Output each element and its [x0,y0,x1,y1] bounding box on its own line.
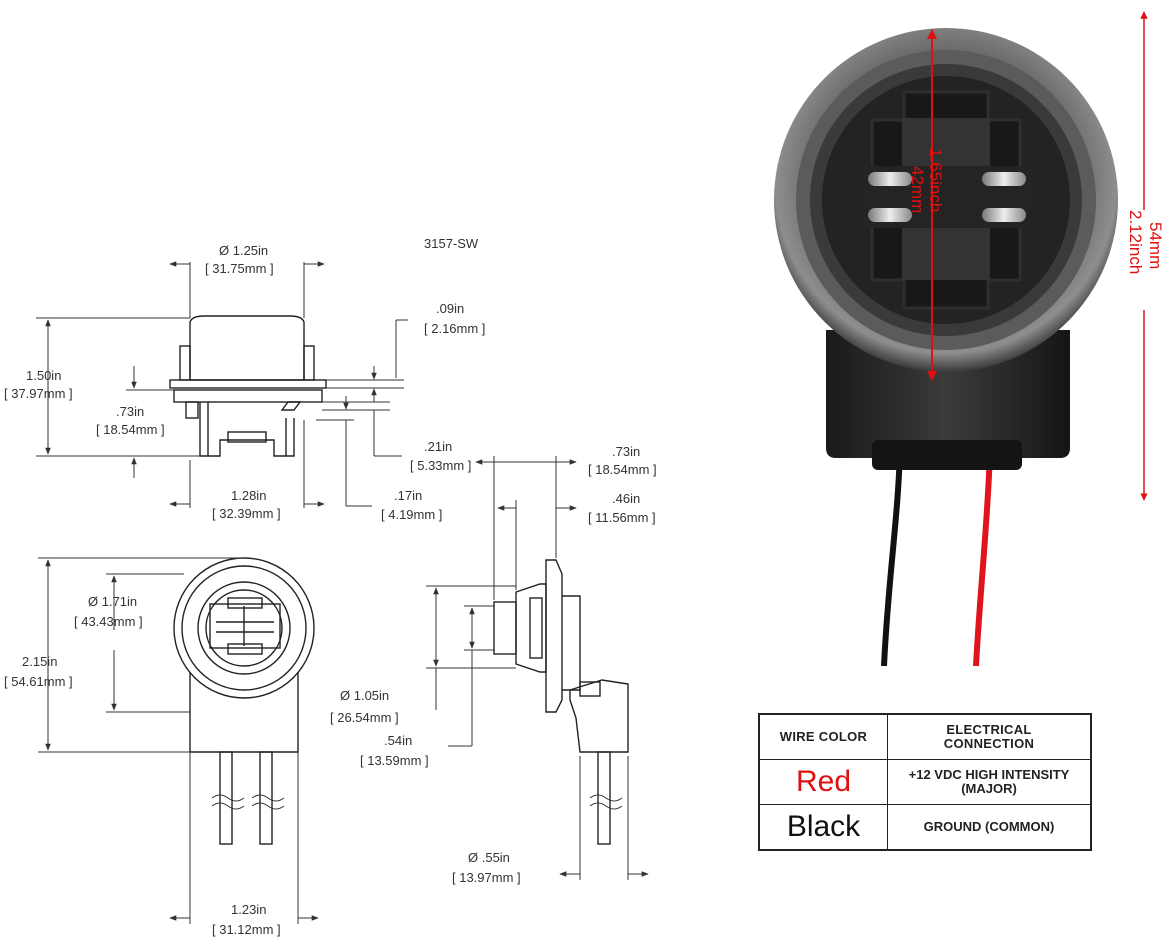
dim-front-width-mm: [ 31.12mm ] [212,922,281,937]
table-header-row: WIRE COLOR ELECTRICAL CONNECTION [758,713,1092,760]
socket-photo: 42mm 1.65inch 54mm 2.12inch [774,11,1165,667]
header-wire-color: WIRE COLOR [758,713,888,760]
dim-side-inner-in: .54in [384,733,412,748]
dim-lower-height-mm: [ 18.54mm ] [96,422,165,437]
desc-line-1: GROUND (COMMON) [923,819,1055,834]
header-line-2: CONNECTION [943,736,1035,751]
dim-side-dia-mm: [ 26.54mm ] [330,710,399,725]
wire-color-black: Black [758,804,888,851]
photo-outer-mm: 54mm [1146,222,1165,269]
dim-top-width-mm: [ 31.75mm ] [205,261,274,276]
top-view: Ø 1.25in [ 31.75mm ] 1.50in [ 37.97mm ] … [4,243,485,522]
photo-inner-mm: 42mm [908,166,927,213]
dim-side-dia-in: Ø 1.05in [340,688,389,703]
dim-overall-height-mm: [ 37.97mm ] [4,386,73,401]
table-row: Red +12 VDC HIGH INTENSITY (MAJOR) [758,759,1092,805]
table-row: Black GROUND (COMMON) [758,804,1092,851]
dim-base-width-mm: [ 32.39mm ] [212,506,281,521]
side-view: .73in [ 18.54mm ] .46in [ 11.56mm ] Ø 1.… [330,444,657,885]
dim-step-b-in: .17in [394,488,422,503]
dim-side-stem-in: Ø .55in [468,850,510,865]
wire-color-red: Red [758,759,888,805]
desc-line-1: +12 VDC HIGH INTENSITY [908,767,1070,782]
dim-flange-in: .09in [436,301,464,316]
dim-side-total-mm: [ 18.54mm ] [588,462,657,477]
photo-outer-in: 2.12inch [1126,210,1145,274]
model-title: 3157-SW [424,236,479,251]
dim-side-body-in: .46in [612,491,640,506]
dim-lower-height-in: .73in [116,404,144,419]
dim-base-width-in: 1.28in [231,488,266,503]
dim-overall-height-in: 1.50in [26,368,61,383]
dim-side-body-mm: [ 11.56mm ] [588,510,656,525]
header-electrical-connection: ELECTRICAL CONNECTION [887,713,1092,760]
dim-side-stem-mm: [ 13.97mm ] [452,870,521,885]
wire-color-table: WIRE COLOR ELECTRICAL CONNECTION Red +12… [758,713,1092,851]
dim-side-inner-mm: [ 13.59mm ] [360,753,429,768]
dim-front-dia-mm: [ 43.43mm ] [74,614,143,629]
dim-front-width-in: 1.23in [231,902,266,917]
dim-side-total-in: .73in [612,444,640,459]
dim-step-b-mm: [ 4.19mm ] [381,507,442,522]
wire-desc-red: +12 VDC HIGH INTENSITY (MAJOR) [887,759,1092,805]
dim-step-a-in: .21in [424,439,452,454]
dim-front-dia-in: Ø 1.71in [88,594,137,609]
header-line-1: ELECTRICAL [946,722,1032,737]
front-view: 2.15in [ 54.61mm ] Ø 1.71in [ 43.43mm ] … [4,557,319,937]
dim-top-width-in: Ø 1.25in [219,243,268,258]
dim-front-height-mm: [ 54.61mm ] [4,674,73,689]
dim-flange-mm: [ 2.16mm ] [424,321,485,336]
wire-desc-black: GROUND (COMMON) [887,804,1092,851]
photo-inner-in: 1.65inch [926,148,945,212]
dim-step-a-mm: [ 5.33mm ] [410,458,471,473]
dim-front-height-in: 2.15in [22,654,57,669]
desc-line-2: (MAJOR) [961,781,1017,796]
